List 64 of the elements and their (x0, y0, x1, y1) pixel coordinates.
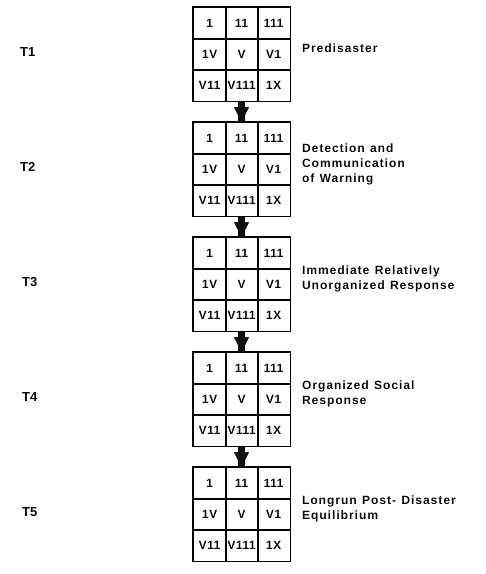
table-cell: 1X (257, 529, 290, 562)
time-label: T4 (22, 389, 38, 404)
table-cell: 111 (257, 237, 290, 270)
table-cell: 1 (193, 122, 226, 154)
table-cell: 1X (257, 69, 290, 102)
time-label: T2 (20, 159, 36, 174)
table-cell: V1 (257, 498, 290, 530)
table-cell: 1V (193, 38, 226, 70)
table-cell: V11 (193, 414, 226, 446)
table-cell: 11 (225, 7, 258, 40)
table-cell: V (225, 153, 258, 186)
table-cell: 1V (193, 153, 226, 186)
table-cell: V (225, 38, 258, 70)
table-cell: V111 (225, 529, 258, 562)
arrow (234, 447, 250, 468)
table-cell: V (225, 498, 258, 530)
time-label: T3 (22, 274, 38, 289)
table-cell: V111 (225, 69, 258, 102)
arrow (234, 217, 250, 238)
table-cell: 1 (193, 237, 226, 270)
table-cell: V1 (257, 268, 290, 300)
phase-label: Predisaster (302, 40, 380, 56)
time-label: T1 (20, 44, 36, 59)
grid-table (192, 236, 291, 332)
table-cell: 1 (193, 7, 226, 40)
table-cell: 1X (257, 414, 290, 446)
table-cell: 11 (225, 237, 258, 270)
table-cell: 1V (193, 498, 226, 530)
phase-label: Longrun Post- Disaster Equilibrium (302, 493, 458, 523)
table-cell: V111 (225, 414, 258, 446)
table-cell: 11 (225, 352, 258, 384)
arrow (234, 102, 250, 123)
table-cell: V11 (193, 184, 226, 216)
table-cell: V (225, 383, 258, 416)
table-cell: 1V (193, 268, 226, 300)
grid-table (192, 121, 291, 217)
grid-table (192, 6, 291, 102)
table-cell: 11 (225, 467, 258, 500)
table-cell: 1V (193, 383, 226, 416)
table-cell: V1 (257, 38, 290, 70)
table-cell: V (225, 268, 258, 300)
table-cell: 1 (193, 352, 226, 384)
table-cell: 1X (257, 299, 290, 332)
table-cell: 111 (257, 467, 290, 500)
time-label: T5 (22, 504, 38, 519)
table-cell: 111 (257, 122, 290, 154)
table-cell: V11 (193, 69, 226, 102)
table-cell: V11 (193, 529, 226, 562)
table-cell: 111 (257, 7, 290, 40)
table-cell: V1 (257, 153, 290, 186)
table-cell: 1 (193, 467, 226, 500)
table-cell: 111 (257, 352, 290, 384)
grid-table (192, 466, 291, 562)
table-cell: V1 (257, 383, 290, 416)
grid-table (192, 351, 291, 447)
phase-label: Immediate Relatively Unorganized Response (302, 263, 456, 293)
phase-label: Detection and Communication of Warning (302, 140, 407, 186)
table-cell: V111 (225, 299, 258, 332)
phase-label: Organized Social Response (302, 378, 416, 408)
table-cell: V11 (193, 299, 226, 332)
table-cell: 1X (257, 184, 290, 216)
arrow (234, 332, 250, 353)
table-cell: 11 (225, 122, 258, 154)
table-cell: V111 (225, 184, 258, 216)
